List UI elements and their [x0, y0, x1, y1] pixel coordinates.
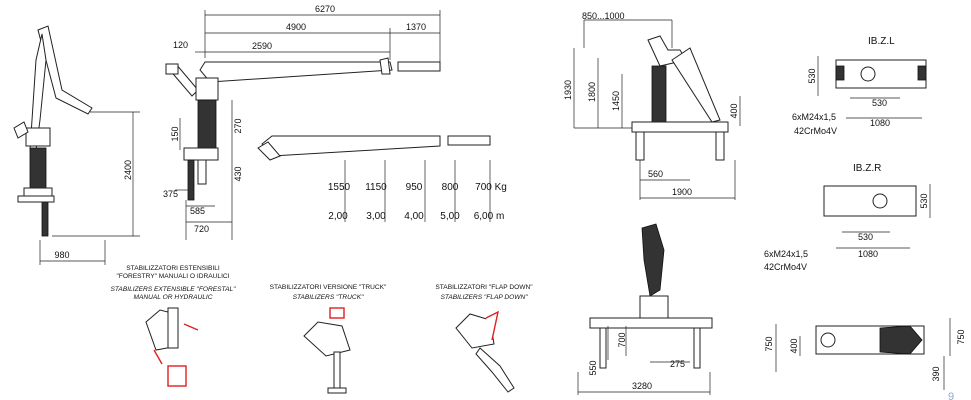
- top-height-400-label: 400: [789, 338, 799, 353]
- length-6270-label: 6270: [315, 4, 335, 14]
- ibzr-width-1080-label: 1080: [858, 249, 878, 259]
- height-700-label: 700: [617, 332, 627, 347]
- extension-1370-label: 1370: [406, 22, 426, 32]
- ibzl-title: IB.Z.L: [868, 36, 895, 47]
- load-capacity-table: 1550 1150 950 800 700 Kg 2,00 3,00 4,00 …: [328, 160, 507, 222]
- dim-585-label: 585: [190, 206, 205, 216]
- dim-720-label: 720: [194, 224, 209, 234]
- dim-270-label: 270: [233, 118, 243, 133]
- load-value: 1150: [365, 182, 387, 193]
- load-value: 950: [406, 182, 423, 193]
- height-550-label: 550: [588, 360, 598, 375]
- offset-120-label: 120: [173, 40, 188, 50]
- crane-rear-view: 550 700 275 3280: [577, 223, 713, 395]
- dim-430-label: 430: [233, 166, 243, 181]
- ibzl-width-530-label: 530: [872, 98, 887, 108]
- radius-value: 6,00 m: [474, 211, 505, 222]
- stabilizer-flap-down-block: STABILIZZATORI "FLAP DOWN" STABILIZERS "…: [435, 284, 533, 393]
- page-number: 9: [948, 391, 954, 400]
- height-1930-label: 1930: [563, 80, 573, 100]
- crane-front-view: 850...1000 1930 1800 1450 400 560 1900: [563, 11, 741, 200]
- ibzl-bolt-spec: 6xM24x1,5: [792, 112, 836, 122]
- forestry-caption-it-1: STABILIZZATORI ESTENSIBILI: [126, 265, 220, 272]
- truck-caption-en: STABILIZERS "TRUCK": [293, 294, 365, 301]
- radius-value: 4,00: [404, 211, 424, 222]
- width-1900-label: 1900: [672, 187, 692, 197]
- height-1450-label: 1450: [611, 91, 621, 111]
- forestry-caption-en-2: MANUAL OR HYDRAULIC: [133, 294, 212, 301]
- height-2400-label: 2400: [123, 160, 133, 180]
- radius-value: 3,00: [366, 211, 386, 222]
- ibzl-width-1080-label: 1080: [870, 118, 890, 128]
- ibzr-width-530-label: 530: [858, 232, 873, 242]
- boom-2590-label: 2590: [252, 41, 272, 51]
- ibzl-height-530-label: 530: [807, 68, 817, 83]
- width-980-label: 980: [54, 250, 69, 260]
- ibzl-detail: IB.Z.L 530 530 1080 6xM24x1,5 42CrMo4V: [792, 36, 927, 136]
- crane-folded-view: 2400 980: [13, 25, 140, 265]
- boom-secondary-view: [257, 135, 491, 161]
- top-height-750b-label: 750: [956, 329, 966, 344]
- top-height-750-label: 750: [764, 336, 774, 351]
- height-1800-label: 1800: [587, 82, 597, 102]
- flap-caption-en: STABILIZERS "FLAP DOWN": [440, 294, 528, 301]
- width-275-label: 275: [670, 359, 685, 369]
- reach-4900-label: 4900: [286, 22, 306, 32]
- width-3280-label: 3280: [632, 381, 652, 391]
- load-value: 1550: [328, 182, 351, 193]
- stabilizer-truck-block: STABILIZZATORI VERSIONE "TRUCK" STABILIZ…: [270, 284, 387, 394]
- crane-top-view: 750 400 750 390 9: [764, 318, 966, 400]
- load-value: 800: [442, 182, 459, 193]
- forestry-caption-it-2: "FORESTRY" MANUALI O IDRAULICI: [116, 273, 229, 280]
- width-560-label: 560: [648, 169, 663, 179]
- height-400-label: 400: [729, 103, 739, 118]
- ibzr-material-spec: 42CrMo4V: [764, 262, 807, 272]
- truck-caption-it: STABILIZZATORI VERSIONE "TRUCK": [270, 284, 387, 291]
- ibzl-material-spec: 42CrMo4V: [794, 126, 837, 136]
- dim-375-label: 375: [163, 189, 178, 199]
- dim-150-label: 150: [170, 126, 180, 141]
- top-height-390-label: 390: [931, 366, 941, 381]
- ibzr-detail: IB.Z.R 530 530 1080 6xM24x1,5 42CrMo4V: [764, 163, 931, 272]
- stabilizer-forestry-block: STABILIZZATORI ESTENSIBILI "FORESTRY" MA…: [111, 265, 237, 387]
- crane-extended-side-view: 6270 4900 1370 120 2590 150 270 430 375 …: [163, 4, 441, 240]
- flap-caption-it: STABILIZZATORI "FLAP DOWN": [435, 284, 533, 291]
- ibzr-title: IB.Z.R: [853, 163, 881, 174]
- ibzr-height-530-label: 530: [919, 193, 929, 208]
- load-value: 700 Kg: [475, 182, 507, 193]
- radius-value: 2,00: [328, 211, 348, 222]
- forestry-caption-en-1: STABILIZERS EXTENSIBLE "FORESTAL": [111, 286, 237, 293]
- width-850-1000-label: 850...1000: [582, 11, 625, 21]
- radius-value: 5,00: [440, 211, 460, 222]
- ibzr-bolt-spec: 6xM24x1,5: [764, 249, 808, 259]
